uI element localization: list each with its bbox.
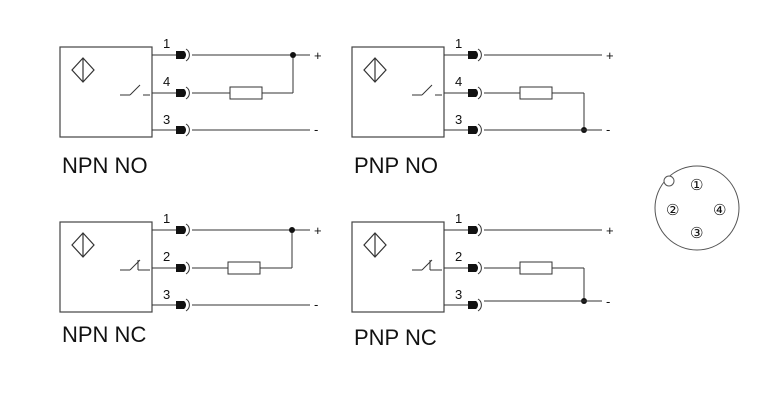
- diagram-title: NPN NO: [62, 153, 148, 178]
- pin-connectors: [176, 48, 190, 137]
- pin-label: 3: [163, 287, 170, 302]
- diagram-title: PNP NO: [354, 153, 438, 178]
- terminal-plus: +: [314, 223, 322, 238]
- connector-pin-3: ③: [690, 225, 703, 242]
- terminal-minus: -: [606, 294, 610, 309]
- connector-pin-1: ①: [690, 177, 703, 194]
- sensor-body: [59, 221, 153, 313]
- proximity-symbol-icon: [363, 232, 387, 258]
- diagram-npn-nc: 1 2 3 + - NPN NC: [59, 211, 322, 347]
- connector-pin-2: ②: [666, 202, 679, 219]
- pin-label: 3: [163, 112, 170, 127]
- diagram-npn-no: 1 4 3 + - NPN NO: [59, 36, 322, 178]
- pin-label: 1: [455, 211, 462, 226]
- proximity-symbol-icon: [363, 57, 387, 83]
- switch-contact-nc-icon: [120, 259, 150, 271]
- pin-label: 4: [455, 74, 462, 89]
- pin-label: 3: [455, 112, 462, 127]
- pin-label: 2: [455, 249, 462, 264]
- pin-label: 3: [455, 287, 462, 302]
- switch-contact-icon: [412, 84, 442, 96]
- resistor: [229, 86, 263, 100]
- switch-contact-icon: [120, 84, 150, 96]
- pin-connectors: [176, 223, 190, 312]
- sensor-body: [351, 221, 445, 313]
- terminal-plus: +: [606, 223, 614, 238]
- pin-connectors: [468, 223, 482, 312]
- switch-contact-nc-icon: [412, 259, 442, 271]
- pin-label: 4: [163, 74, 170, 89]
- diagram-pnp-no: 1 4 3 + - PNP NO: [351, 36, 614, 178]
- resistor: [227, 261, 261, 275]
- terminal-minus: -: [314, 122, 318, 137]
- connector-outline: [654, 165, 740, 251]
- pin-label: 2: [163, 249, 170, 264]
- pin-label: 1: [163, 211, 170, 226]
- connector-pin-4: ④: [713, 202, 726, 219]
- pin-label: 1: [455, 36, 462, 51]
- proximity-symbol-icon: [71, 232, 95, 258]
- junction-dot: [290, 52, 296, 58]
- resistor: [519, 261, 553, 275]
- resistor: [519, 86, 553, 100]
- terminal-minus: -: [314, 297, 318, 312]
- diagram-pnp-nc: 1 2 3 + - PNP NC: [351, 211, 614, 350]
- connector-pinout: ① ② ④ ③: [654, 165, 740, 251]
- terminal-plus: +: [606, 48, 614, 63]
- connector-key-notch: [663, 175, 675, 187]
- terminal-minus: -: [606, 122, 610, 137]
- sensor-body: [59, 46, 153, 138]
- pin-connectors: [468, 48, 482, 137]
- proximity-symbol-icon: [71, 57, 95, 83]
- pin-label: 1: [163, 36, 170, 51]
- diagram-title: PNP NC: [354, 325, 437, 350]
- terminal-plus: +: [314, 48, 322, 63]
- junction-dot: [289, 227, 295, 233]
- diagram-title: NPN NC: [62, 322, 146, 347]
- sensor-body: [351, 46, 445, 138]
